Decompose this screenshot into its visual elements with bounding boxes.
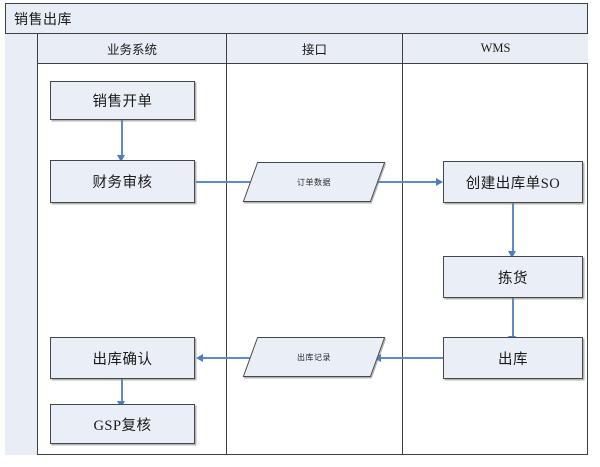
node-create-so-label: 创建出库单SO [465, 175, 561, 192]
node-picking-label: 拣货 [498, 270, 528, 287]
node-gsp-review[interactable]: GSP复核 [50, 404, 195, 444]
node-gsp-review-label: GSP复核 [93, 417, 152, 434]
lane-header-business: 业务系统 [38, 34, 226, 64]
node-outbound-record-label: 出库记录 [297, 352, 331, 362]
pool-title-label: 销售出库 [14, 12, 72, 28]
edge-createso-to-picking [512, 203, 514, 255]
lane-divider-2 [402, 34, 403, 455]
node-outbound-confirm-label: 出库确认 [92, 351, 153, 368]
edge-record-to-confirm [200, 357, 262, 359]
edge-sales-to-finance [121, 120, 123, 159]
lane-divider-1 [226, 34, 227, 455]
edge-record-to-confirm-arrow [196, 353, 203, 362]
node-order-data[interactable]: 订单数据 [242, 162, 386, 202]
lane-label-wms: WMS [480, 41, 511, 55]
node-finance-audit[interactable]: 财务审核 [50, 160, 195, 203]
lane-label-business: 业务系统 [106, 43, 157, 57]
lane-header-wms: WMS [403, 34, 588, 64]
edge-createso-to-picking-arrow [508, 251, 516, 258]
pool-side-band [5, 34, 38, 455]
edge-picking-to-outbound [512, 298, 514, 340]
node-finance-audit-label: 财务审核 [92, 175, 153, 191]
node-order-data-label: 订单数据 [297, 177, 331, 187]
node-sales-order-label: 销售开单 [92, 94, 153, 110]
lane-label-interface: 接口 [301, 43, 327, 57]
pool-title: 销售出库 [5, 3, 588, 34]
edge-confirm-to-gsp [121, 379, 123, 406]
edge-orderdata-to-createso-arrow [436, 177, 443, 186]
node-outbound-label: 出库 [498, 351, 528, 368]
node-outbound-record[interactable]: 出库记录 [242, 337, 386, 377]
diagram-frame [5, 3, 588, 455]
node-create-so[interactable]: 创建出库单SO [443, 161, 583, 203]
node-picking[interactable]: 拣货 [443, 256, 583, 298]
lane-header-interface: 接口 [227, 34, 402, 64]
edge-outbound-to-record [378, 357, 443, 359]
edge-sales-to-finance-arrow [117, 155, 125, 162]
node-sales-order[interactable]: 销售开单 [50, 81, 195, 120]
node-outbound-confirm[interactable]: 出库确认 [50, 337, 195, 379]
edge-finance-to-orderdata [196, 181, 258, 183]
node-outbound[interactable]: 出库 [443, 337, 583, 379]
edge-orderdata-to-createso [372, 181, 438, 183]
